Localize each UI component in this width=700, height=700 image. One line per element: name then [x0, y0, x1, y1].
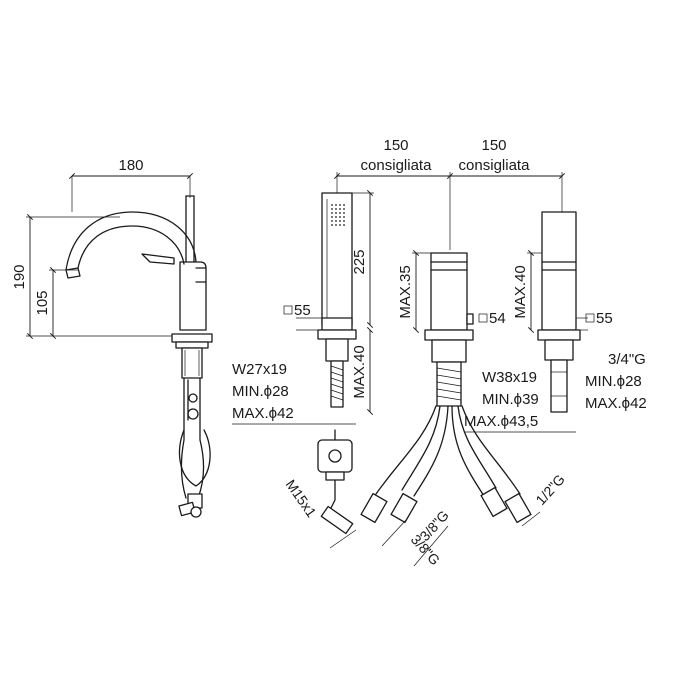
- outlet-fitting-right-b: [504, 492, 532, 524]
- hand-shower-unit: 225 MAX.40 55: [232, 189, 374, 549]
- spacing-right-value: 150: [481, 137, 506, 154]
- spout-unit: MAX.40 55 3/4"G MIN.ϕ28 MAX.ϕ42: [512, 211, 647, 413]
- spout-arc: [65, 211, 197, 271]
- hand-shower-thread-label: W27x19: [232, 361, 287, 378]
- spacing-left-text: consigliata: [361, 157, 433, 174]
- spout-side-view: 180 190 105: [11, 157, 213, 518]
- diverter-body: [430, 252, 468, 331]
- spacing-right-text: consigliata: [459, 157, 531, 174]
- spout-unit-body: [541, 211, 577, 331]
- faucet-body: [179, 261, 207, 331]
- thread-hatch: [330, 365, 344, 401]
- spout-unit-min-label: MIN.ϕ28: [585, 373, 642, 390]
- hand-shower-base-label: 55: [294, 302, 311, 319]
- spray-holes: [331, 204, 345, 226]
- spout-unit-height-label: MAX.40: [512, 265, 529, 318]
- spout-height-label: 105: [34, 290, 51, 315]
- spout-unit-base-label: 55: [596, 310, 613, 327]
- spout-unit-max-label: MAX.ϕ42: [585, 395, 647, 412]
- outlet-fitting-right-a: [480, 486, 508, 518]
- diverter-hoses: [401, 405, 441, 491]
- diverter-thread-label: W38x19: [482, 369, 537, 386]
- diverter-base-label: 54: [489, 310, 506, 327]
- hose-connector: [320, 505, 354, 535]
- outlet-fitting-left: [360, 492, 388, 524]
- height-label: 190: [11, 264, 28, 289]
- diverter-unit: 150 consigliata 150 consigliata MAX.35 5…: [333, 137, 576, 568]
- diverter-thread-hatch: [436, 367, 462, 401]
- outlet-mid-label: 3/8"G: [416, 507, 452, 544]
- spout-unit-thread-label: 3/4"G: [608, 351, 646, 368]
- square-symbol: [283, 305, 293, 315]
- hand-shower-deck-label: MAX.40: [351, 345, 368, 398]
- flexible-hose: [178, 429, 211, 487]
- hose-thread-label: M15x1: [283, 477, 320, 521]
- outlet-fitting-mid: [390, 492, 418, 524]
- hand-shower-max-label: MAX.ϕ42: [232, 405, 294, 422]
- hand-shower-height-label: 225: [351, 249, 368, 274]
- hand-shower-min-label: MIN.ϕ28: [232, 383, 289, 400]
- diverter-min-label: MIN.ϕ39: [482, 391, 539, 408]
- outlet-right-label: 1/2"G: [532, 471, 568, 508]
- width-label: 180: [118, 157, 143, 174]
- diverter-height-label: MAX.35: [397, 265, 414, 318]
- diverter-max-label: MAX.ϕ43,5: [464, 413, 538, 430]
- hand-shower-head: [321, 192, 353, 326]
- spacing-left-value: 150: [383, 137, 408, 154]
